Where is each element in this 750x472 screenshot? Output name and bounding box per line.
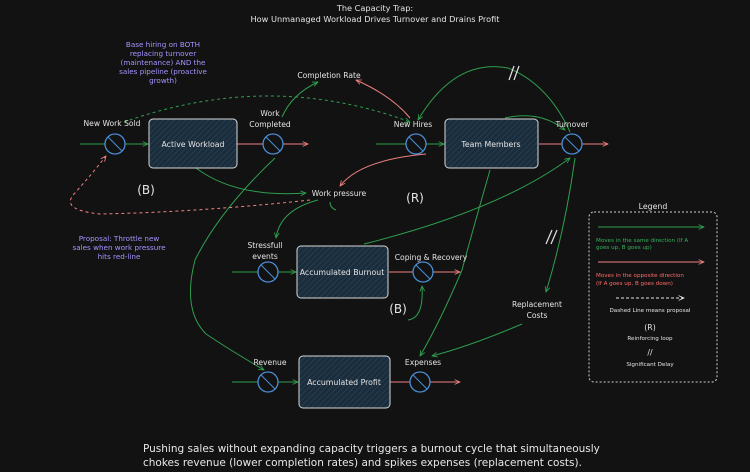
label-new-work-sold: New Work Sold (83, 119, 140, 128)
link-turnover-to-replacement (546, 157, 576, 292)
link-work-completed-to-completion-rate (281, 81, 318, 118)
stock-accumulated-burnout (296, 245, 389, 299)
label-stressfull-events-2: events (252, 252, 278, 261)
title-line-1: The Capacity Trap: (336, 3, 413, 13)
caption-line-2: chokes revenue (lower completion rates) … (143, 457, 582, 469)
label-replacement-costs-2: Costs (527, 311, 548, 320)
label-work-completed-2: Completed (249, 120, 291, 129)
valve-coping-recovery (412, 261, 434, 283)
stock-team-members-label: Team Members (460, 140, 520, 149)
loop-reinforcing: (R) (406, 191, 424, 205)
link-burnout-to-turnover (363, 158, 570, 245)
stock-accumulated-profit-label: Accumulated Profit (307, 378, 381, 387)
proposal-hiring-link (123, 95, 410, 122)
stock-team-members (444, 118, 539, 169)
legend-box (588, 211, 718, 383)
stock-active-workload (148, 118, 238, 169)
stock-active-workload-label: Active Workload (161, 140, 224, 149)
hiring-note-line: (maintenance) AND the (121, 58, 206, 67)
label-replacement-costs-1: Replacement (512, 300, 562, 309)
legend-dashed-label: Dashed Line means proposal (610, 308, 691, 314)
label-work-pressure: Work pressure (312, 189, 367, 198)
legend-delay-label: Significant Delay (626, 362, 674, 368)
delay-mark-top (508, 65, 520, 81)
label-stressfull-events-1: Stressfull (247, 241, 282, 250)
throttle-note-line: sales when work pressure (72, 243, 166, 252)
proposal-throttle-link (69, 156, 311, 215)
legend-opposite-direction-line: (If A goes up, B goes down) (596, 281, 673, 287)
legend-reinforcing-symbol: (R) (644, 323, 656, 332)
annotation-hiring-proposal: Base hiring on BOTH replacing turnover (… (119, 40, 207, 85)
label-coping-recovery: Coping & Recovery (395, 253, 468, 262)
label-turnover: Turnover (554, 120, 589, 129)
hiring-note-line: growth) (149, 76, 177, 85)
label-new-hires: New Hires (394, 120, 432, 129)
throttle-note-line: Proposal: Throttle new (79, 234, 160, 243)
legend-same-direction-line: Moves in the same direction (If A (596, 238, 688, 244)
label-revenue: Revenue (253, 358, 286, 367)
hiring-note-line: replacing turnover (130, 49, 196, 58)
link-team-to-turnover (504, 115, 565, 130)
label-completion-rate: Completion Rate (297, 71, 361, 80)
valve-work-completed (262, 133, 284, 155)
stock-accumulated-burnout-label: Accumulated Burnout (300, 268, 385, 277)
link-coping-loop (407, 286, 422, 321)
caption-line-1: Pushing sales without expanding capacity… (143, 443, 600, 455)
legend-reinforcing-label: Reinforcing loop (627, 336, 673, 342)
loop-balancing-1: (B) (137, 183, 155, 197)
legend-same-direction-line: goes up, B goes up) (596, 245, 652, 251)
hiring-note-line: Base hiring on BOTH (126, 40, 200, 49)
legend: Legend Moves in the same direction (If A… (588, 202, 718, 383)
label-work-completed-1: Work (260, 109, 280, 118)
annotation-throttle-proposal: Proposal: Throttle new sales when work p… (72, 234, 166, 261)
throttle-note-line: hits red-line (98, 252, 141, 261)
link-pressure-to-stress (276, 199, 319, 238)
label-expenses: Expenses (405, 358, 441, 367)
valve-expenses (409, 371, 431, 393)
legend-title: Legend (639, 202, 668, 211)
valve-stressfull-events (257, 261, 279, 283)
link-replacement-to-expenses (432, 323, 523, 356)
link-pressure-to-workload (329, 201, 337, 211)
link-team-to-coping (420, 169, 491, 356)
link-work-completed-to-revenue (190, 157, 276, 370)
link-new-hires-to-completion-rate (356, 79, 411, 119)
valve-new-work-sold (104, 133, 126, 155)
hiring-note-line: sales pipeline (proactive (119, 67, 207, 76)
legend-delay-symbol: // (647, 348, 653, 357)
loop-balancing-2: (B) (389, 302, 407, 316)
valve-revenue (257, 371, 279, 393)
stock-accumulated-profit (298, 355, 391, 409)
link-team-to-pressure (340, 153, 427, 186)
title-line-2: How Unmanaged Workload Drives Turnover a… (250, 14, 500, 24)
link-workload-to-pressure (195, 167, 306, 194)
legend-opposite-direction-line: Moves in the opposite direction (596, 273, 684, 279)
valve-new-hires (405, 133, 427, 155)
delay-mark-right (545, 229, 558, 245)
valve-turnover (561, 133, 583, 155)
link-turnover-to-new-hires (418, 66, 571, 133)
